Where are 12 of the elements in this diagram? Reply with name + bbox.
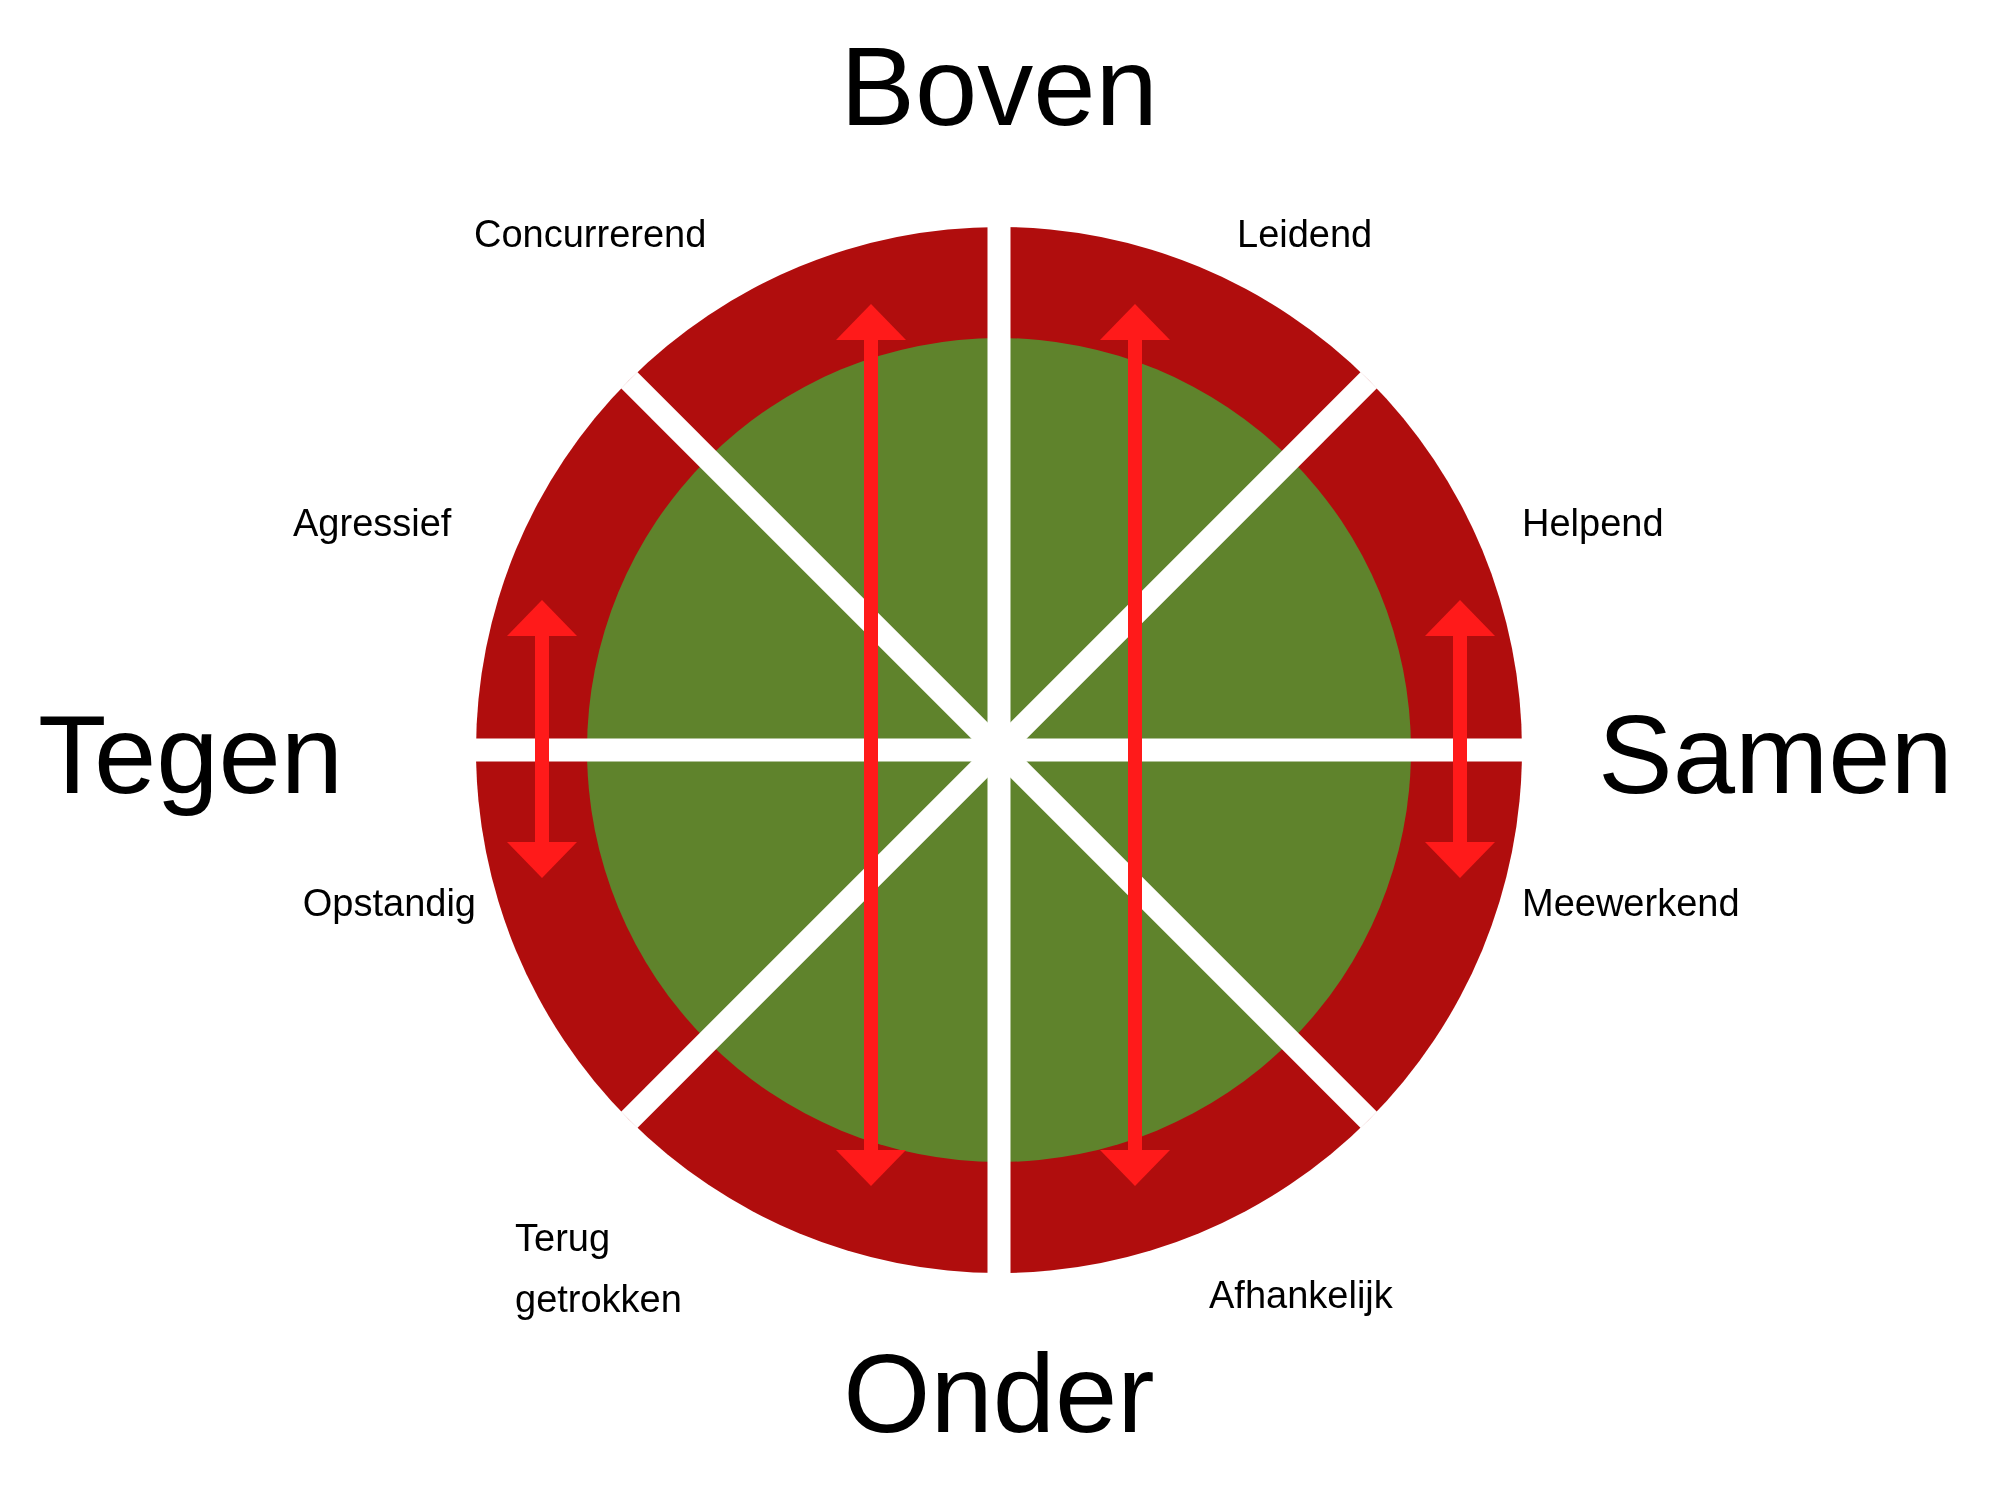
quadrant-label: Helpend: [1522, 501, 1664, 547]
axis-label: Samen: [1598, 690, 1953, 819]
axis-label: Tegen: [38, 690, 344, 819]
quadrant-label: Meewerkend: [1522, 881, 1740, 927]
axis-label: Onder: [843, 1329, 1155, 1458]
quadrant-label: Afhankelijk: [1209, 1273, 1393, 1319]
axis-label: Boven: [840, 22, 1158, 151]
quadrant-label: Agressief: [293, 501, 452, 547]
quadrant-label: Concurrerend: [474, 212, 707, 258]
quadrant-label: Opstandig: [302, 881, 476, 927]
quadrant-label: Terug getrokken: [515, 1216, 683, 1322]
quadrant-label: Leidend: [1237, 212, 1373, 258]
